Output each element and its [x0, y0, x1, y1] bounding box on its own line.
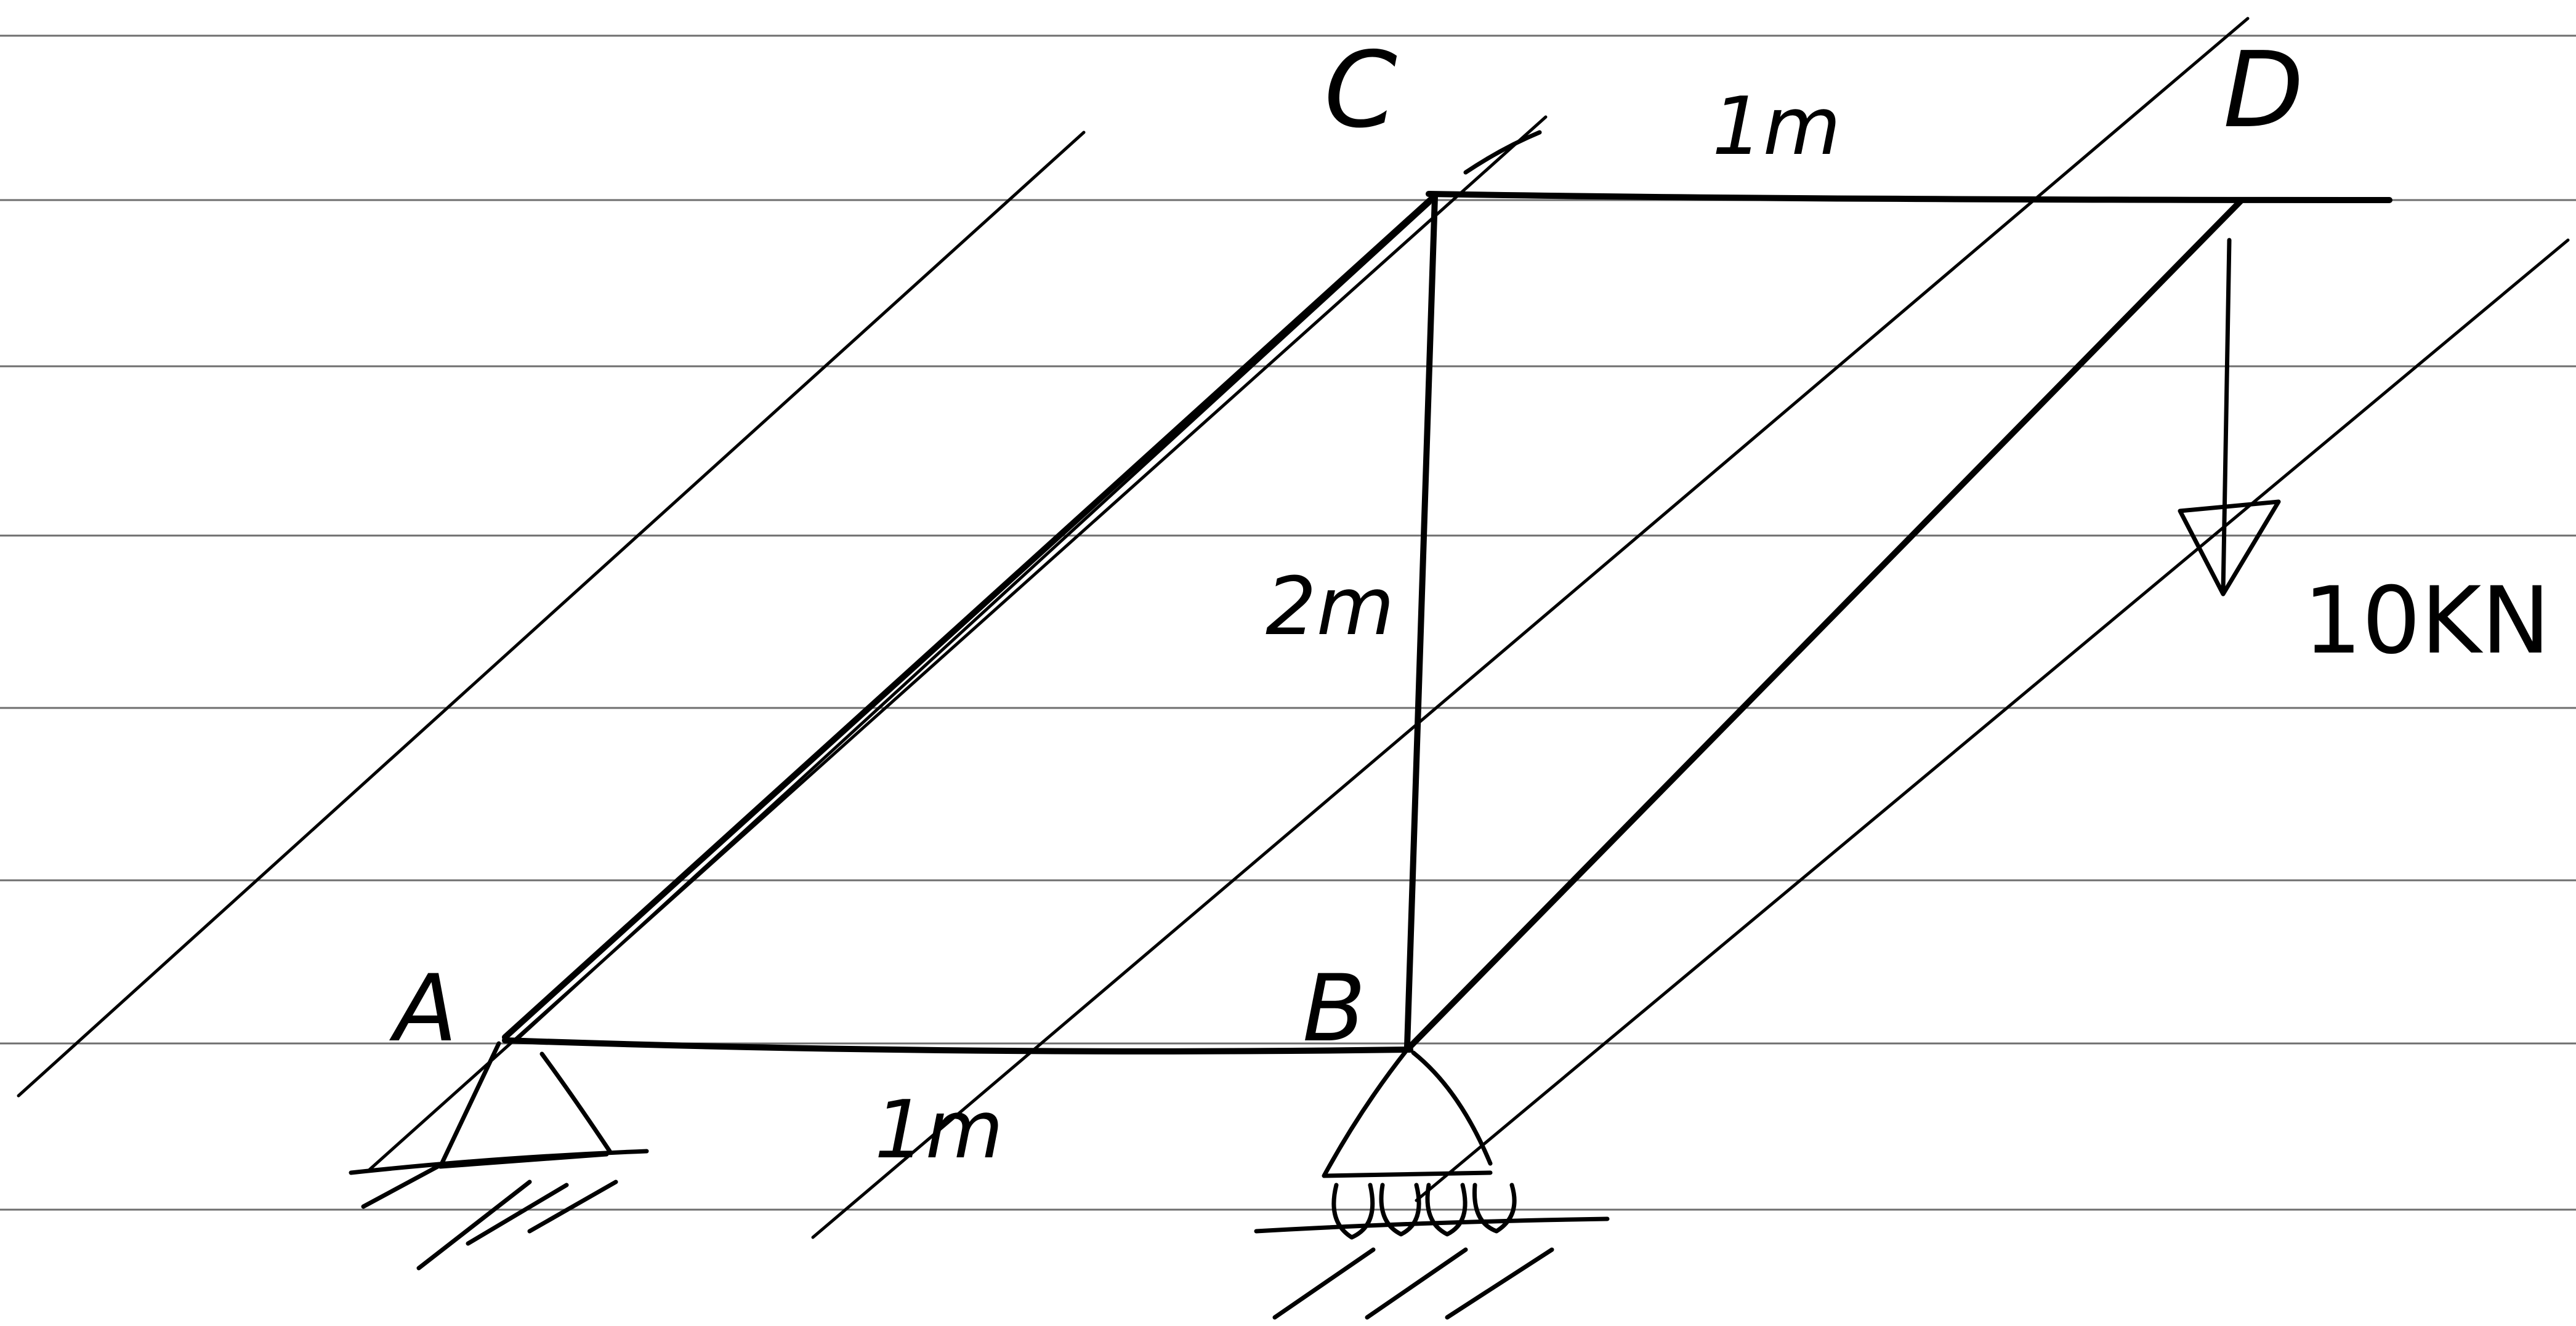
member-ac-double-stroke — [515, 201, 1432, 1041]
load-arrow — [2178, 238, 2281, 597]
member-bd — [1407, 197, 2245, 1050]
node-label-b: B — [1302, 955, 1366, 1063]
dimension-label-cd: 1m — [1712, 79, 1841, 173]
dimension-marks — [1463, 130, 1542, 175]
dimension-label-ab: 1m — [874, 1083, 1003, 1176]
node-label-d: D — [2223, 30, 2304, 151]
pin-support-a — [349, 1041, 649, 1271]
member-ac — [502, 193, 1438, 1040]
ruled-lines — [0, 34, 2576, 1211]
truss-members — [502, 191, 2392, 1055]
roller-support-b — [1254, 1047, 1610, 1320]
dimension-label-bc: 2m — [1266, 560, 1394, 653]
member-bc — [1404, 194, 1438, 1050]
member-ab — [502, 1037, 1413, 1055]
load-label: 10KN — [2303, 568, 2550, 675]
node-label-a: A — [389, 955, 458, 1063]
node-label-c: C — [1324, 30, 1397, 151]
member-cd — [1426, 191, 2392, 203]
